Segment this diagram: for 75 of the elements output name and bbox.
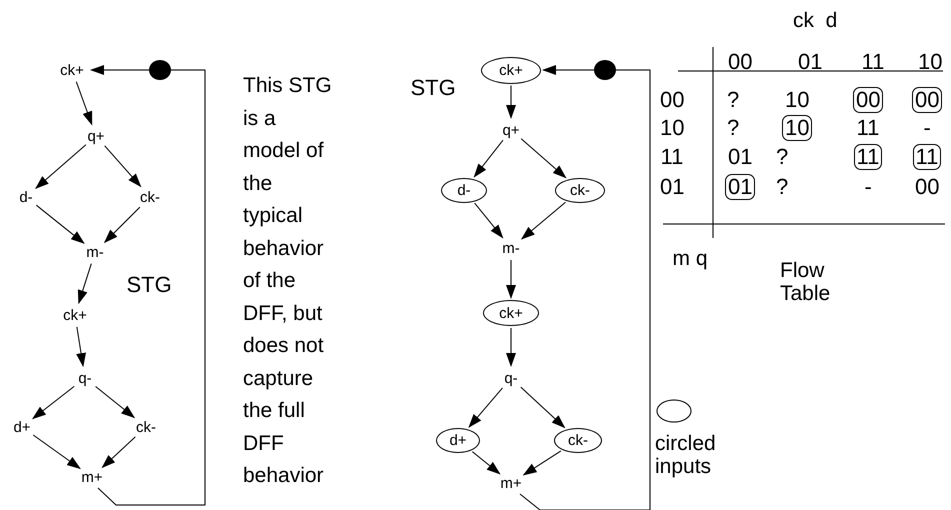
transition-label: q- <box>72 368 98 388</box>
transition-label: ck+ <box>58 305 92 325</box>
arrow <box>474 202 504 238</box>
transition-label: ck- <box>133 187 167 207</box>
arrow <box>32 434 81 470</box>
arrow <box>474 140 504 178</box>
arrow <box>104 206 140 244</box>
legend-text: circled inputs <box>655 432 717 478</box>
arrow <box>522 450 562 476</box>
column-header: 10 <box>918 50 942 74</box>
arrow <box>520 138 567 178</box>
row-header: 00 <box>660 88 684 112</box>
table-cell: ? <box>727 88 740 112</box>
column-variables-label: ck d <box>793 8 838 32</box>
table-title: Flow Table <box>780 259 832 306</box>
arrow <box>506 85 516 119</box>
transition-label: q+ <box>498 120 524 140</box>
graph-label: STG <box>410 76 456 100</box>
table-cell: 11 <box>856 116 880 140</box>
transition-label: m+ <box>77 467 107 487</box>
arrow <box>76 81 92 126</box>
circled-cell: 11 <box>854 144 882 170</box>
transition-label: d- <box>14 187 38 207</box>
transition-label: d+ <box>9 417 35 437</box>
arrow <box>506 260 516 299</box>
table-cell: - <box>924 116 931 140</box>
transition-label: m+ <box>496 473 526 493</box>
arrow <box>76 326 86 368</box>
column-header: 01 <box>798 50 822 74</box>
feedback-arc <box>520 65 650 510</box>
transition-label: m- <box>81 242 109 262</box>
transition-label: q- <box>498 368 524 388</box>
table-cell: 00 <box>915 175 940 200</box>
transition-label: ck- <box>129 417 163 437</box>
circled-cell: 01 <box>725 174 756 200</box>
arrow <box>472 451 501 475</box>
input-transition-ellipse: d+ <box>436 428 480 452</box>
arrow <box>520 386 566 428</box>
table-cell: - <box>864 175 872 200</box>
input-transition-ellipse: ck+ <box>483 300 539 326</box>
description-text: This STG is a model of the typical behavior of the DFF, but does not capture the full DFF behavior <box>243 73 333 489</box>
row-header: 11 <box>660 145 684 170</box>
table-cell: ? <box>727 116 740 140</box>
arrow <box>95 386 136 418</box>
arrow <box>36 204 85 244</box>
arrow <box>32 386 75 420</box>
input-transition-ellipse: ck- <box>555 178 605 202</box>
input-transition-ellipse: ck- <box>554 428 602 452</box>
column-header: 00 <box>728 50 752 74</box>
arrow <box>102 436 136 468</box>
circled-cell: 00 <box>853 87 884 114</box>
graph-label: STG <box>126 273 172 298</box>
arrow <box>35 144 86 190</box>
row-variables-label: m q <box>672 246 708 270</box>
table-cell: 01 <box>728 145 752 170</box>
transition-label: q+ <box>83 126 109 146</box>
table-cell: ? <box>776 175 788 200</box>
arrow <box>104 145 142 188</box>
input-transition-ellipse: d- <box>441 178 487 202</box>
input-transition-ellipse: ck+ <box>481 56 541 84</box>
row-header: 01 <box>660 175 684 200</box>
feedback-arc <box>90 65 206 506</box>
circled-cell: 11 <box>912 144 942 170</box>
table-cell: 10 <box>785 88 810 112</box>
transition-label: m- <box>497 238 525 258</box>
table-cell: ? <box>776 145 788 170</box>
arrow <box>506 328 516 367</box>
transition-label: ck+ <box>55 60 89 80</box>
arrow <box>520 202 566 240</box>
arrow <box>78 263 92 304</box>
column-header: 11 <box>862 50 884 74</box>
row-header: 10 <box>660 116 684 140</box>
circled-cell: 00 <box>912 87 942 114</box>
arrow <box>468 387 503 428</box>
circled-cell: 10 <box>782 115 812 142</box>
